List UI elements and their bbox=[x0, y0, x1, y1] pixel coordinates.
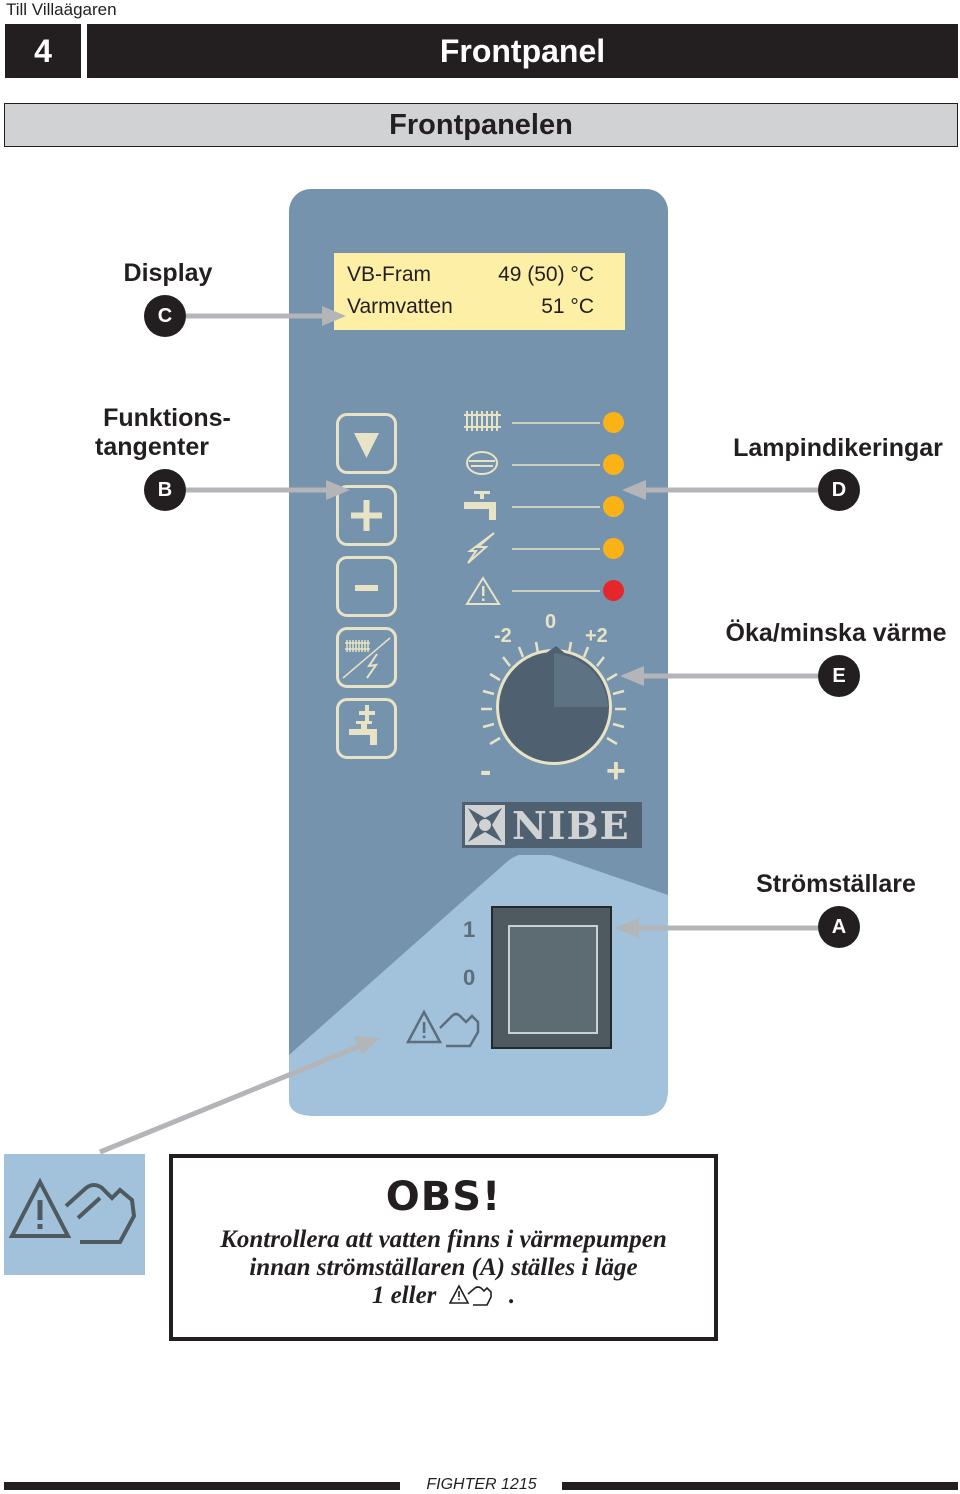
nibe-emblem-icon bbox=[465, 805, 505, 845]
radiator-electric-icon bbox=[342, 637, 391, 679]
callout-keys-title-line2: tangenter bbox=[95, 433, 209, 461]
brand-name: NIBE bbox=[512, 803, 630, 848]
lamp-compressor bbox=[603, 454, 624, 475]
display-row1-value: 49 (50) °C bbox=[498, 263, 594, 286]
callout-arrows bbox=[99, 306, 818, 1155]
badge-b: B bbox=[144, 469, 186, 511]
lamp-alarm bbox=[603, 580, 624, 601]
footer-rule-right bbox=[562, 1482, 958, 1490]
display-row2-value: 51 °C bbox=[541, 295, 594, 318]
notice-line3-prefix: 1 eller bbox=[371, 1282, 437, 1309]
heat-knob-scale bbox=[481, 641, 626, 765]
knob-label-minus2: -2 bbox=[494, 625, 512, 647]
minus-key-button[interactable] bbox=[336, 556, 397, 617]
badge-c: C bbox=[144, 295, 186, 337]
compressor-icon bbox=[466, 451, 498, 475]
notice-line3: 1 eller . bbox=[173, 1282, 714, 1310]
badge-d: D bbox=[818, 469, 860, 511]
badge-e: E bbox=[818, 655, 860, 697]
plus-key-button[interactable] bbox=[336, 485, 397, 546]
indicator-row-group bbox=[512, 422, 600, 592]
callout-knob-title: Öka/minska värme bbox=[725, 619, 947, 647]
plus-icon bbox=[351, 500, 382, 531]
nibe-logo: NIBE bbox=[462, 802, 642, 848]
radiator-icon bbox=[464, 411, 501, 431]
minus-icon bbox=[355, 585, 378, 591]
chapter-title: Frontpanel bbox=[87, 24, 958, 78]
knob-label-plus: + bbox=[606, 752, 626, 790]
tap-plus-icon bbox=[349, 705, 377, 745]
notice-title: OBS! bbox=[385, 1174, 502, 1220]
chapter-number: 4 bbox=[5, 24, 81, 78]
knob-label-zero: 0 bbox=[545, 611, 557, 633]
main-power-switch[interactable] bbox=[491, 906, 612, 1049]
down-key-button[interactable] bbox=[336, 413, 397, 474]
notice-box: OBS! Kontrollera att vatten finns i värm… bbox=[169, 1154, 718, 1341]
lamp-heating bbox=[603, 412, 624, 433]
footer-rule-left bbox=[4, 1482, 400, 1490]
switch-position-off: 0 bbox=[463, 965, 476, 990]
footer-text: FIGHTER 1215 bbox=[426, 1476, 537, 1493]
switch-rocker[interactable] bbox=[508, 925, 598, 1034]
tap-icon bbox=[464, 491, 496, 520]
display-row2-label: Varmvatten bbox=[347, 295, 453, 318]
knob-label-plus2: +2 bbox=[585, 625, 608, 647]
down-triangle-icon bbox=[354, 433, 379, 458]
notice-line3-suffix: . bbox=[508, 1282, 516, 1309]
switch-warning-hand-icon bbox=[406, 1009, 480, 1048]
hot-water-key-button[interactable] bbox=[336, 698, 397, 759]
switch-position-on: 1 bbox=[463, 917, 476, 942]
callout-switch-title: Strömställare bbox=[756, 870, 916, 898]
warning-symbol-panel bbox=[4, 1154, 145, 1275]
warning-icon bbox=[465, 576, 501, 605]
lcd-display: VB-Fram 49 (50) °C Varmvatten 51 °C bbox=[334, 253, 625, 330]
notice-line2: innan strömställaren (A) ställes i läge bbox=[249, 1254, 638, 1281]
top-label: Till Villaägaren bbox=[6, 0, 117, 19]
callout-display-title: Display bbox=[123, 259, 213, 287]
heating-mode-key-button[interactable] bbox=[336, 627, 397, 688]
badge-a: A bbox=[818, 906, 860, 948]
lamp-hot-water bbox=[603, 496, 624, 517]
lamp-electric bbox=[603, 538, 624, 559]
display-row1-label: VB-Fram bbox=[347, 263, 431, 286]
callout-lamps-title: Lampindikeringar bbox=[733, 434, 943, 462]
inline-warning-hand-icon bbox=[448, 1284, 492, 1306]
warning-hand-icon bbox=[8, 1177, 137, 1244]
section-title: Frontpanelen bbox=[4, 103, 958, 147]
callout-keys-title-line1: Funktions- bbox=[103, 404, 231, 432]
notice-text: Kontrollera att vatten finns i värmepump… bbox=[173, 1226, 714, 1310]
notice-line1: Kontrollera att vatten finns i värmepump… bbox=[220, 1226, 667, 1253]
lightning-icon bbox=[467, 532, 495, 564]
knob-label-minus: - bbox=[480, 752, 492, 790]
